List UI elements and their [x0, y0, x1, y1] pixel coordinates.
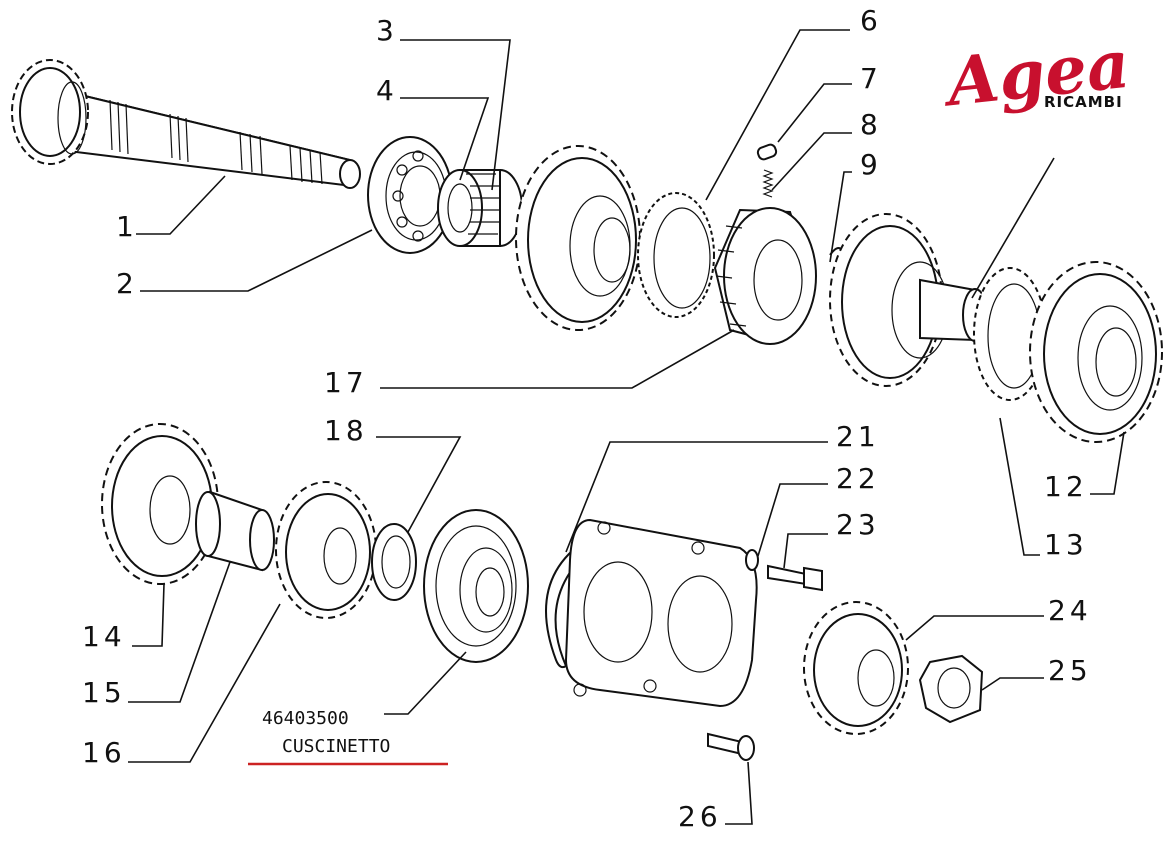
callout-26: 26 — [678, 800, 722, 833]
callout-23: 23 — [836, 508, 880, 541]
callout-8: 8 — [860, 108, 882, 141]
part-21-circlip — [545, 538, 594, 669]
callout-7: 7 — [860, 62, 882, 95]
part-26-screw — [707, 732, 755, 761]
callout-18: 18 — [324, 414, 368, 447]
callout-2: 2 — [116, 267, 138, 300]
part-note: 46403500 CUSCINETTO — [248, 708, 448, 766]
part-15-spacer — [195, 490, 275, 572]
part-6-synchro-ring — [637, 192, 715, 318]
part-25-nut — [918, 654, 984, 724]
callout-4: 4 — [376, 74, 398, 107]
part-2-bearing — [367, 136, 453, 254]
part-helical-gear-b — [829, 213, 988, 387]
callout-17: 17 — [324, 366, 368, 399]
logo-tagline: RICAMBI — [1044, 93, 1123, 111]
callout-numbers: 1 2 3 4 6 7 8 9 12 13 14 15 16 17 18 21 … — [82, 4, 1092, 833]
part-bearing-46403500 — [423, 509, 529, 663]
part-name: CUSCINETTO — [282, 736, 390, 757]
part-23-bolt — [767, 564, 823, 592]
part-16-gear — [275, 481, 377, 619]
part-18-washer — [371, 523, 417, 601]
callout-25: 25 — [1048, 654, 1092, 687]
part-retaining-plate — [564, 518, 758, 708]
leader-lines — [128, 29, 1125, 825]
callout-12: 12 — [1044, 470, 1088, 503]
callout-3: 3 — [376, 14, 398, 47]
callout-16: 16 — [82, 736, 126, 769]
part-17-synchro-hub — [713, 207, 817, 345]
callout-21: 21 — [836, 420, 880, 453]
part-code: 46403500 — [262, 708, 349, 729]
part-24-gear — [803, 601, 909, 735]
part-12-gear — [1029, 261, 1163, 443]
part-14-gear — [101, 423, 219, 585]
callout-1: 1 — [116, 210, 138, 243]
part-22-washer — [745, 549, 759, 571]
callout-9: 9 — [860, 148, 882, 181]
callout-15: 15 — [82, 676, 126, 709]
callout-24: 24 — [1048, 594, 1092, 627]
part-1-main-shaft — [11, 59, 361, 189]
callout-6: 6 — [860, 4, 882, 37]
part-7-detent-pin — [756, 143, 778, 161]
callout-22: 22 — [836, 462, 880, 495]
callout-13: 13 — [1044, 528, 1088, 561]
brand-logo: Agea RICAMBI — [938, 25, 1133, 122]
part-helical-gear-a — [515, 145, 641, 331]
part-8-spring — [762, 169, 774, 198]
part-3-4-roller-bearing — [437, 169, 523, 247]
callout-14: 14 — [82, 620, 126, 653]
